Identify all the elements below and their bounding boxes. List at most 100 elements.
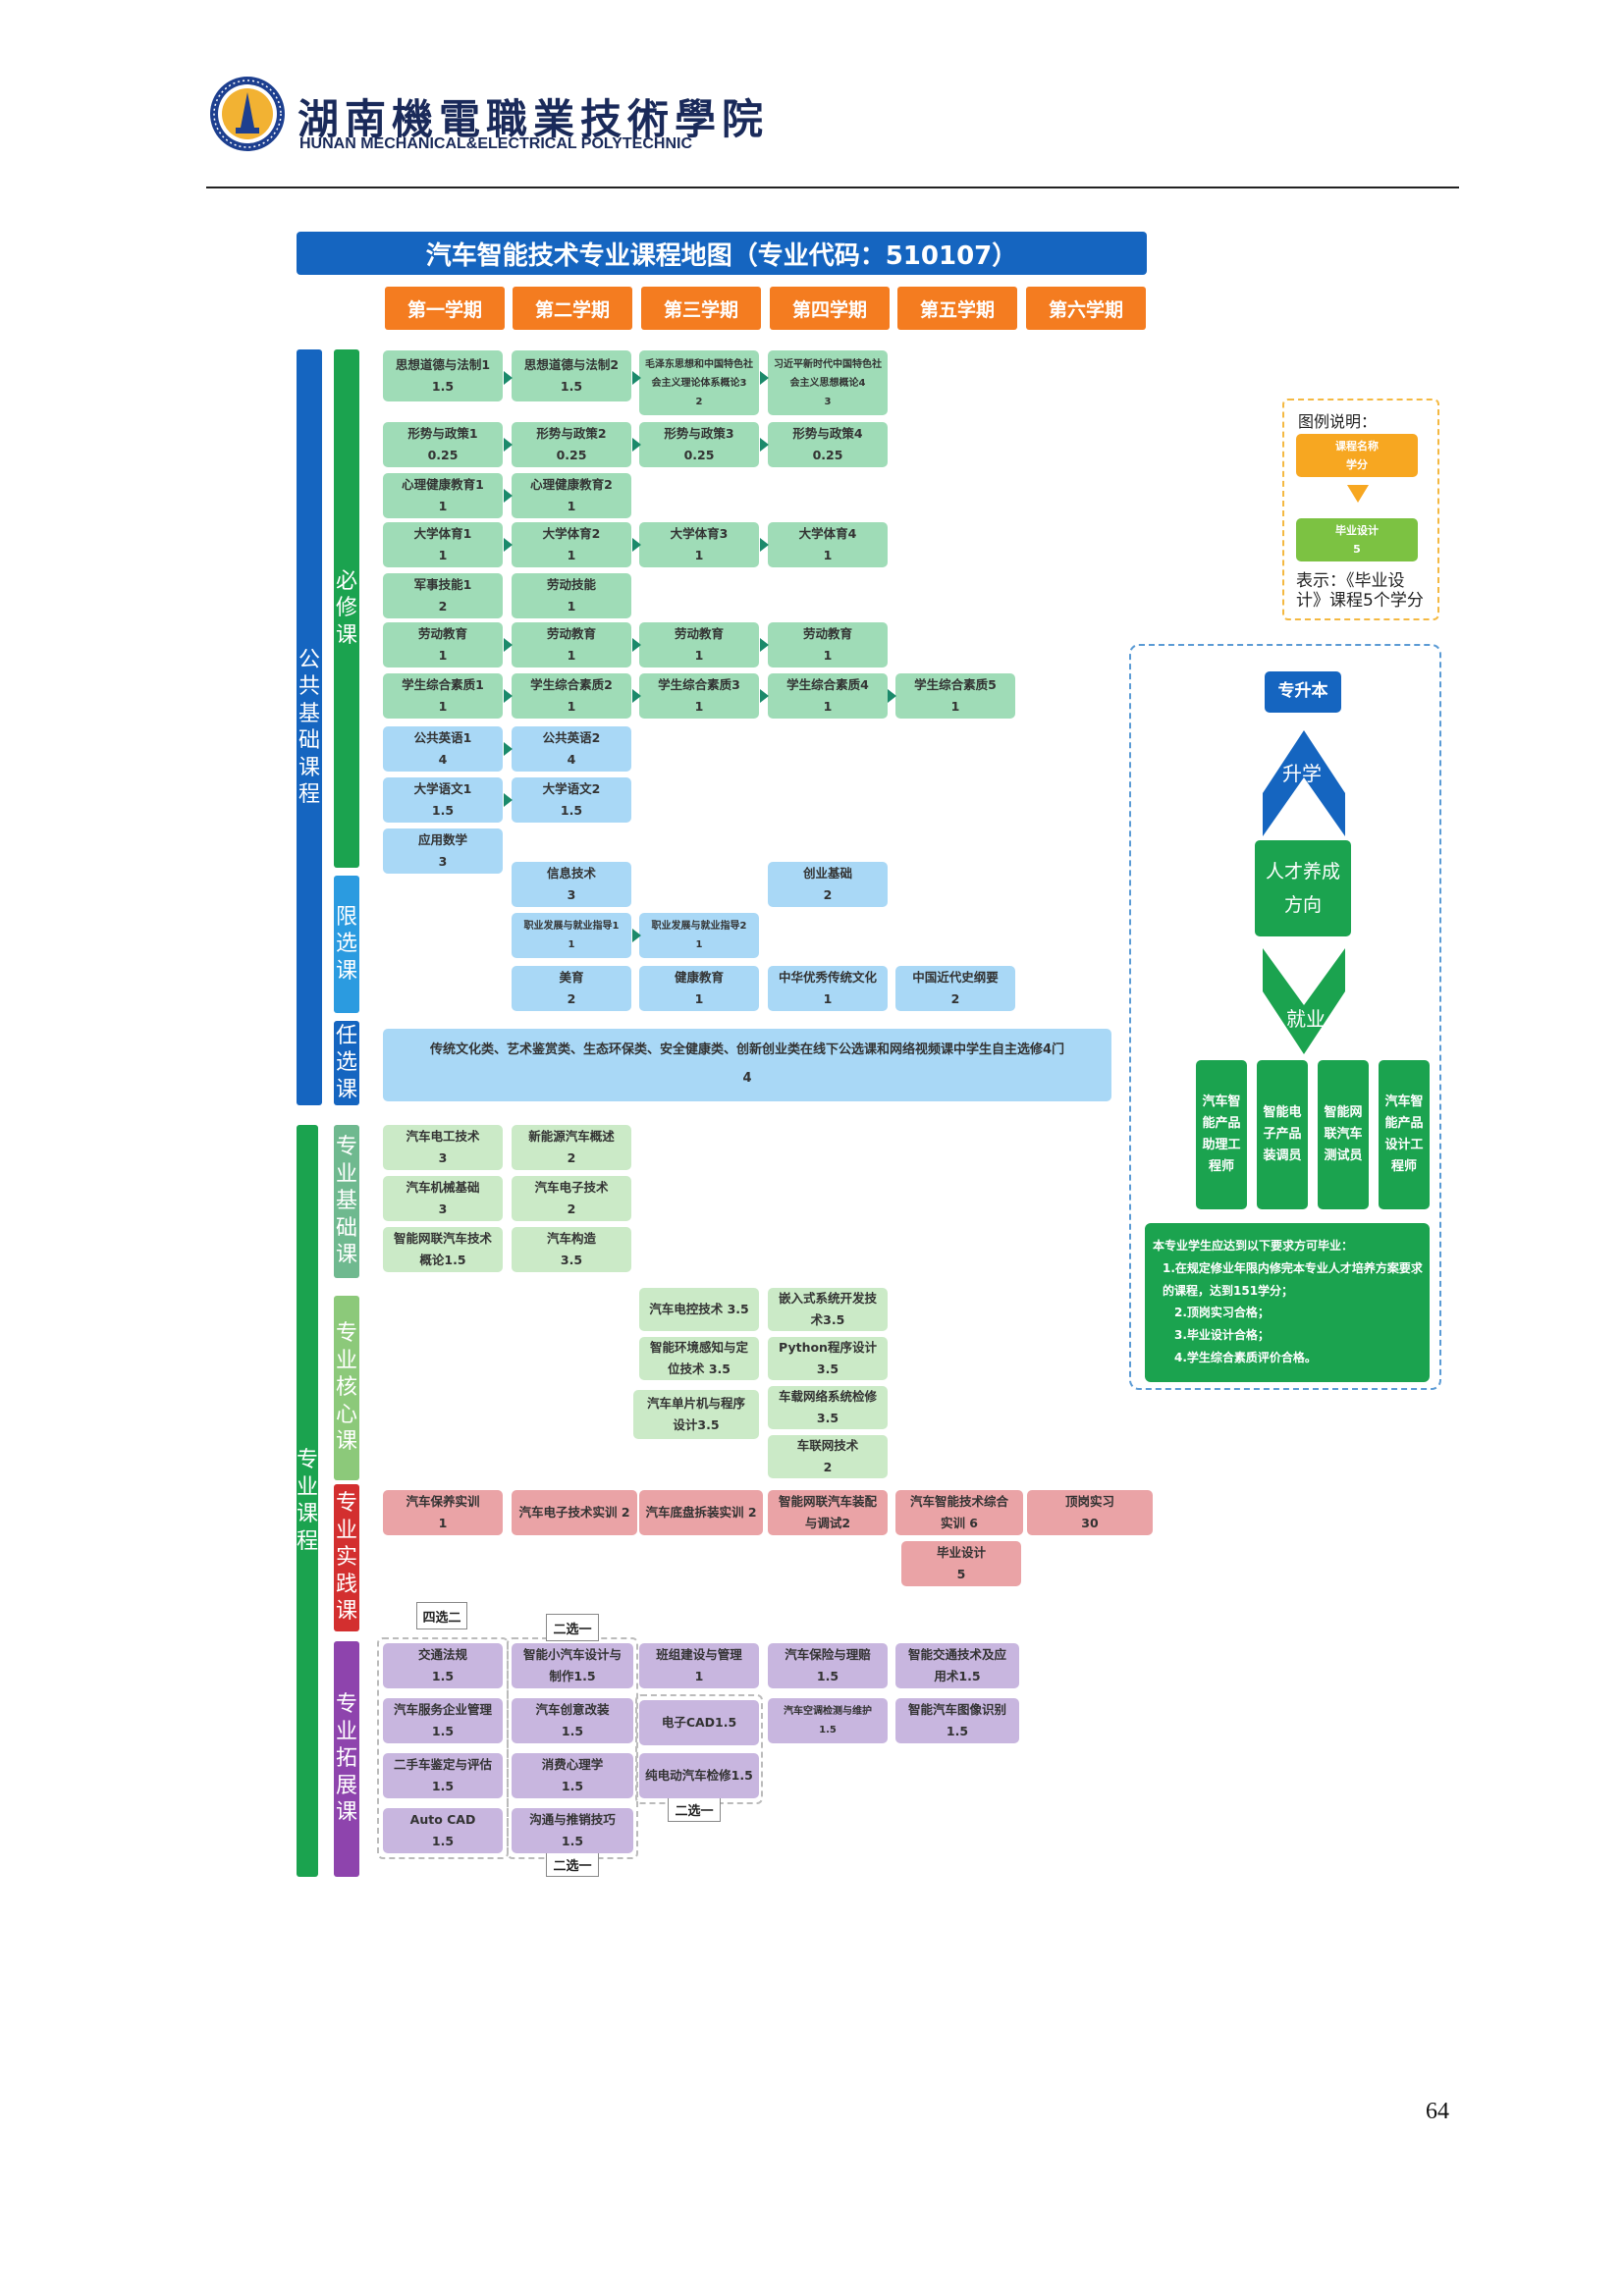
course-box: 汽车构造 3.5 [512, 1227, 631, 1272]
arrow-right-icon [632, 689, 641, 703]
course-box: 大学体育2 1 [512, 522, 631, 567]
arrow-right-icon [632, 538, 641, 552]
semester-6: 第六学期 [1026, 287, 1146, 330]
course-box: 劳动教育 1 [768, 622, 888, 667]
course-box: 学生综合素质3 1 [639, 673, 759, 719]
arrow-right-icon [504, 689, 513, 703]
choice-label: 二选一 [546, 1614, 599, 1641]
semester-2: 第二学期 [513, 287, 632, 330]
course-box: 汽车保险与理赔 1.5 [768, 1643, 888, 1688]
arrow-right-icon [504, 438, 513, 452]
graduation-requirement-item: 4.学生综合素质评价合格。 [1174, 1350, 1317, 1364]
arrow-right-icon [632, 638, 641, 652]
course-box: 思想道德与法制2 1.5 [512, 350, 631, 401]
school-emblem-icon [210, 77, 285, 151]
category-public-basic: 公 共 基 础 课 程 [297, 349, 322, 1105]
pathway-center-circle: 人才养成 方向 [1255, 840, 1351, 936]
semester-1: 第一学期 [385, 287, 505, 330]
arrow-right-icon [504, 638, 513, 652]
arrow-right-icon [760, 538, 769, 552]
course-box: 学生综合素质2 1 [512, 673, 631, 719]
job-box: 智能网 联汽车 测试员 [1318, 1060, 1369, 1209]
arrow-right-icon [504, 489, 513, 503]
optional-courses-box: 传统文化类、艺术鉴赏类、生态环保类、安全健康类、创新创业类在线下公选课和网络视频… [383, 1029, 1111, 1101]
course-box: 汽车电子技术 2 [512, 1176, 631, 1221]
arrow-right-icon [760, 638, 769, 652]
course-box: 电子CAD1.5 [639, 1700, 759, 1745]
course-box: 大学语文2 1.5 [512, 777, 631, 823]
course-box: 智能交通技术及应 用术1.5 [895, 1643, 1019, 1688]
arrow-right-icon [504, 371, 513, 385]
job-box: 汽车智 能产品 助理工 程师 [1196, 1060, 1247, 1209]
course-box: 职业发展与就业指导1 1 [512, 913, 631, 958]
course-box: 智能小汽车设计与 制作1.5 [512, 1643, 633, 1688]
choice-label: 四选二 [416, 1602, 467, 1629]
arrow-right-icon [632, 929, 641, 942]
graduation-requirements-title: 本专业学生应达到以下要求方可毕业： [1153, 1239, 1354, 1253]
course-box: 职业发展与就业指导2 1 [639, 913, 759, 958]
arrow-right-icon [888, 689, 896, 703]
course-box: 班组建设与管理 1 [639, 1643, 759, 1688]
course-box: 汽车服务企业管理 1.5 [383, 1698, 503, 1743]
legend-thesis-sample: 毕业设计 5 [1296, 518, 1418, 561]
course-box: 车载网络系统检修 3.5 [768, 1386, 888, 1429]
course-box: 学生综合素质4 1 [768, 673, 888, 719]
category-optional: 任 选 课 [334, 1021, 359, 1105]
course-box: 公共英语2 4 [512, 726, 631, 772]
arrow-up-icon [1263, 730, 1345, 836]
course-box: 汽车底盘拆装实训 2 [639, 1490, 763, 1535]
choice-label: 二选一 [668, 1796, 721, 1822]
course-box: 军事技能1 2 [383, 573, 503, 618]
graduation-requirements-box: 本专业学生应达到以下要求方可毕业： 1.在规定修业年限内修完本专业人才培养方案要… [1145, 1223, 1430, 1382]
course-box: 心理健康教育1 1 [383, 473, 503, 518]
course-box: 毕业设计 5 [901, 1541, 1021, 1586]
course-box: 劳动教育 1 [512, 622, 631, 667]
school-name-cn: 湖南機電職業技術學院 [298, 95, 770, 143]
course-box: 劳动技能 1 [512, 573, 631, 618]
school-logo [208, 75, 287, 153]
course-box: 嵌入式系统开发技 术3.5 [768, 1288, 888, 1331]
category-required: 必 修 课 [334, 349, 359, 868]
school-name-en: HUNAN MECHANICAL&ELECTRICAL POLYTECHNIC [299, 135, 693, 152]
course-box: 大学体育4 1 [768, 522, 888, 567]
legend-panel [1282, 399, 1439, 620]
course-box: 学生综合素质5 1 [895, 673, 1015, 719]
arrow-right-icon [504, 793, 513, 807]
course-box: 消费心理学 1.5 [512, 1753, 633, 1798]
category-professional: 专 业 课 程 [297, 1125, 318, 1877]
legend-course-sample: 课程名称 学分 [1296, 434, 1418, 477]
job-box: 汽车智 能产品 设计工 程师 [1379, 1060, 1430, 1209]
arrow-right-icon [760, 689, 769, 703]
graduation-requirement-item: 1.在规定修业年限内修完本专业人才培养方案要求的课程，达到151学分； [1163, 1260, 1423, 1298]
choice-label: 二选一 [546, 1851, 599, 1877]
course-box: 美育 2 [512, 966, 631, 1011]
category-pro-extension: 专 业 拓 展 课 [334, 1641, 359, 1877]
graduation-requirement-item: 2.顶岗实习合格； [1174, 1306, 1270, 1320]
arrow-right-icon [632, 371, 641, 385]
course-box: 创业基础 2 [768, 862, 888, 907]
semester-4: 第四学期 [770, 287, 890, 330]
semester-3: 第三学期 [641, 287, 761, 330]
category-pro-practice: 专 业 实 践 课 [334, 1484, 359, 1631]
legend-note: 表示：《毕业设 计》课程5个学分 [1296, 571, 1424, 612]
course-box: 汽车保养实训 1 [383, 1490, 503, 1535]
semester-5: 第五学期 [897, 287, 1017, 330]
course-box: 顶岗实习 30 [1027, 1490, 1153, 1535]
course-box: Auto CAD 1.5 [383, 1808, 503, 1853]
arrow-right-icon [504, 742, 513, 756]
job-box: 智能电 子产品 装调员 [1257, 1060, 1308, 1209]
course-box: 形势与政策1 0.25 [383, 422, 503, 467]
course-box: 汽车单片机与程序 设计3.5 [633, 1390, 759, 1439]
course-box: 中华优秀传统文化 1 [768, 966, 888, 1011]
course-box: 心理健康教育2 1 [512, 473, 631, 518]
arrow-down-icon [1347, 485, 1369, 503]
arrow-down-icon [1263, 948, 1345, 1054]
course-box: 思想道德与法制1 1.5 [383, 350, 503, 401]
course-box: 汽车机械基础 3 [383, 1176, 503, 1221]
course-box: 二手车鉴定与评估 1.5 [383, 1753, 503, 1798]
course-box: 形势与政策3 0.25 [639, 422, 759, 467]
course-box: 公共英语1 4 [383, 726, 503, 772]
pathway-further-study-label: 升学 [1282, 762, 1322, 785]
course-box: 车联网技术 2 [768, 1435, 888, 1478]
course-box: 汽车电工技术 3 [383, 1125, 503, 1170]
